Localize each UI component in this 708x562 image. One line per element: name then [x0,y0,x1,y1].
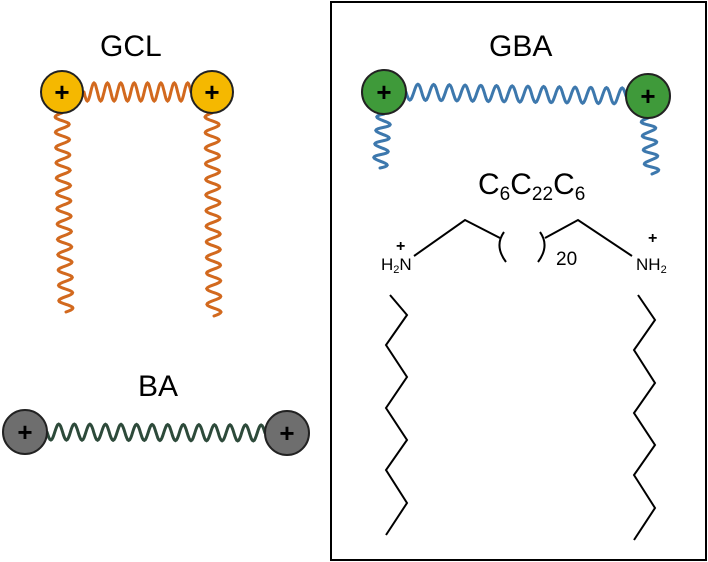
left-alkyl-chain [384,294,409,536]
gba-right-charge: + [640,81,655,111]
ba-right-charge: + [279,418,294,448]
spacer-backbone-right [544,218,633,257]
right-ammonium-group: NH2 [636,256,667,276]
formula-c2: C [510,168,532,201]
gcl-left-head: + [40,70,84,114]
ba-spacer-chain [45,422,267,443]
gba-right-head: + [625,73,671,119]
gcl-right-tail [203,111,223,318]
gba-left-tail [372,112,392,170]
gba-left-charge: + [376,77,391,107]
formula-c3: C [553,168,575,201]
formula-c1: C [478,168,500,201]
formula-sub3: 6 [574,184,586,205]
gba-formula: C6C22C6 [478,168,586,205]
skeletal-structure [384,218,657,541]
ba-right-head: + [264,410,310,456]
left-h-sub: 2 [393,264,400,276]
formula-sub2: 22 [531,184,554,205]
repeat-bracket-right [537,231,546,263]
right-alkyl-chain [632,294,657,541]
ba-left-head: + [2,409,48,455]
repeat-unit-subscript: 20 [556,249,578,270]
gcl-label: GCL [100,30,162,63]
right-nh-sub: 2 [660,264,667,276]
left-ammonium-group: H2N [381,256,412,276]
left-ammonium-charge: + [396,238,406,255]
gcl-left-tail [53,111,75,314]
repeat-bracket-left [498,231,507,263]
ba-label: BA [138,370,179,403]
gba-left-head: + [361,69,407,115]
right-nh: NH [636,255,661,274]
gba-right-tail [639,116,661,176]
right-ammonium-charge: + [648,230,658,247]
gba-label: GBA [489,30,553,63]
gba-spacer-chain [404,82,628,106]
left-n: N [399,255,412,274]
spacer-backbone-left [413,218,501,257]
formula-sub1: 6 [499,184,511,205]
gcl-right-charge: + [204,77,219,107]
gba-frame [330,1,707,561]
gcl-right-head: + [190,70,234,114]
left-h: H [381,255,394,274]
gcl-left-charge: + [54,77,69,107]
ba-left-charge: + [17,417,32,447]
gcl-spacer-chain [82,81,193,103]
